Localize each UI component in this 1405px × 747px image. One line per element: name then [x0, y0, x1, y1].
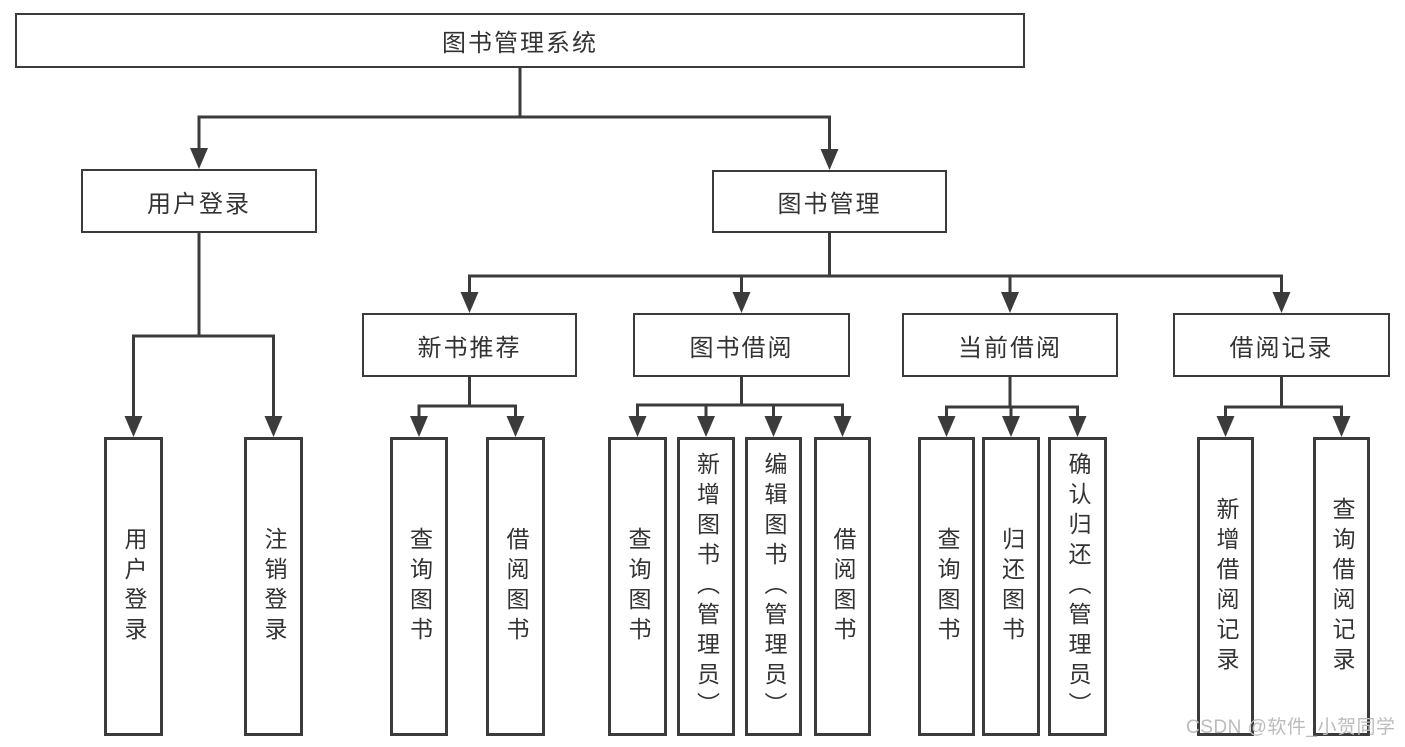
leaf-query-books-current: 查询图书 [918, 437, 975, 736]
arrowhead-icon [764, 416, 783, 437]
leaf-borrow-books-recommend: 借阅图书 [486, 437, 545, 736]
arrowhead-icon [410, 416, 428, 437]
leaf-borrow-books: 借阅图书 [814, 437, 871, 736]
node-book-borrow: 图书借阅 [633, 313, 850, 377]
leaf-query-books-borrow: 查询图书 [608, 437, 667, 736]
arrowhead-icon [833, 416, 852, 437]
arrowhead-icon [460, 292, 479, 313]
node-book-management: 图书管理 [712, 170, 947, 233]
node-new-book-recommend: 新书推荐 [362, 313, 577, 377]
arrowhead-icon [264, 416, 283, 437]
leaf-confirm-return-admin: 确认归还（管理员） [1048, 437, 1107, 736]
leaf-query-books-recommend: 查询图书 [390, 437, 448, 736]
arrowhead-icon [1001, 292, 1019, 313]
arrowhead-icon [1272, 292, 1291, 313]
node-library-system: 图书管理系统 [15, 13, 1025, 68]
arrowhead-icon [124, 416, 143, 437]
arrowhead-icon [1216, 416, 1235, 437]
arrowhead-icon [190, 148, 208, 169]
csdn-watermark: CSDN @软件_小贺同学 [1186, 717, 1396, 738]
arrowhead-icon [1002, 416, 1020, 437]
arrowhead-icon [937, 416, 956, 437]
arrowhead-icon [1332, 416, 1351, 437]
leaf-add-books-admin: 新增图书（管理员） [677, 437, 735, 736]
node-current-borrow: 当前借阅 [902, 313, 1118, 377]
arrowhead-icon [697, 416, 715, 437]
arrowhead-icon [732, 292, 751, 313]
arrowhead-icon [820, 149, 839, 170]
node-borrow-records: 借阅记录 [1173, 313, 1390, 377]
arrowhead-icon [506, 416, 525, 437]
arrowhead-icon [628, 416, 647, 437]
leaf-return-books: 归还图书 [982, 437, 1040, 736]
leaf-query-borrow-record: 查询借阅记录 [1313, 437, 1370, 736]
leaf-user-login: 用户登录 [104, 437, 163, 736]
leaf-add-borrow-record: 新增借阅记录 [1197, 437, 1254, 736]
leaf-logout-login: 注销登录 [244, 437, 303, 736]
arrowhead-icon [1068, 416, 1087, 437]
node-user-login: 用户登录 [81, 169, 317, 233]
leaf-edit-books-admin: 编辑图书（管理员） [745, 437, 802, 736]
